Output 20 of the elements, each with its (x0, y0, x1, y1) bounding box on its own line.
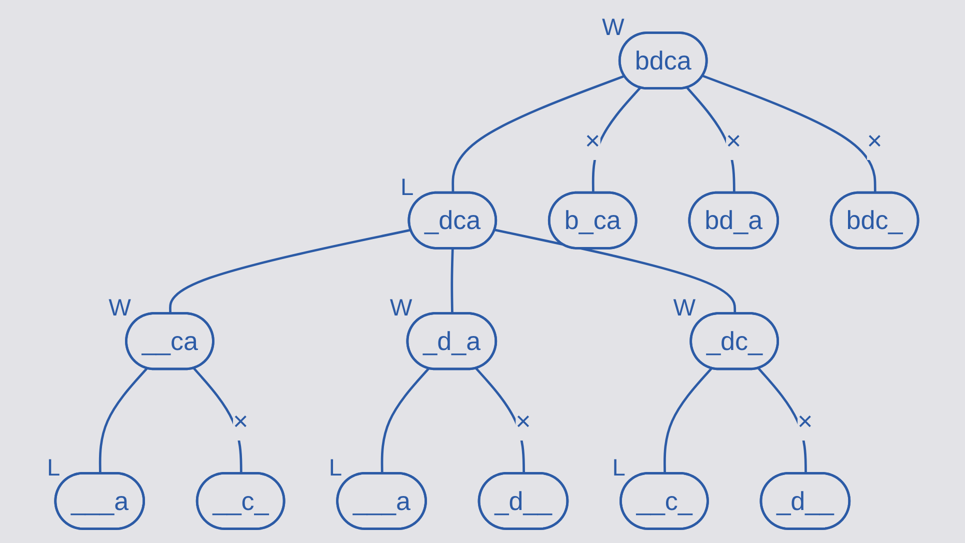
edge-label: × (232, 406, 248, 436)
edge-label: × (726, 126, 742, 156)
ellipse-node: _d__ (478, 472, 569, 530)
connector-line (452, 74, 625, 194)
connector-line (702, 74, 876, 194)
edge-label: × (585, 126, 600, 156)
ellipse-node: _d__ (760, 472, 851, 530)
connector-line (494, 228, 736, 314)
ellipse-node: __c_ (196, 472, 286, 530)
connector-line (380, 368, 430, 474)
connector-line (169, 228, 412, 314)
ellipse-node: bd_a (688, 191, 779, 250)
edge-label: × (866, 126, 882, 156)
connector-line (450, 248, 454, 314)
ellipse-node: b_ca (548, 191, 638, 250)
connector-line (98, 368, 148, 474)
ellipse-node: bdc_ (830, 191, 920, 250)
edge-label: × (798, 406, 813, 436)
connector-line (664, 368, 712, 474)
edge-label: × (516, 406, 531, 436)
